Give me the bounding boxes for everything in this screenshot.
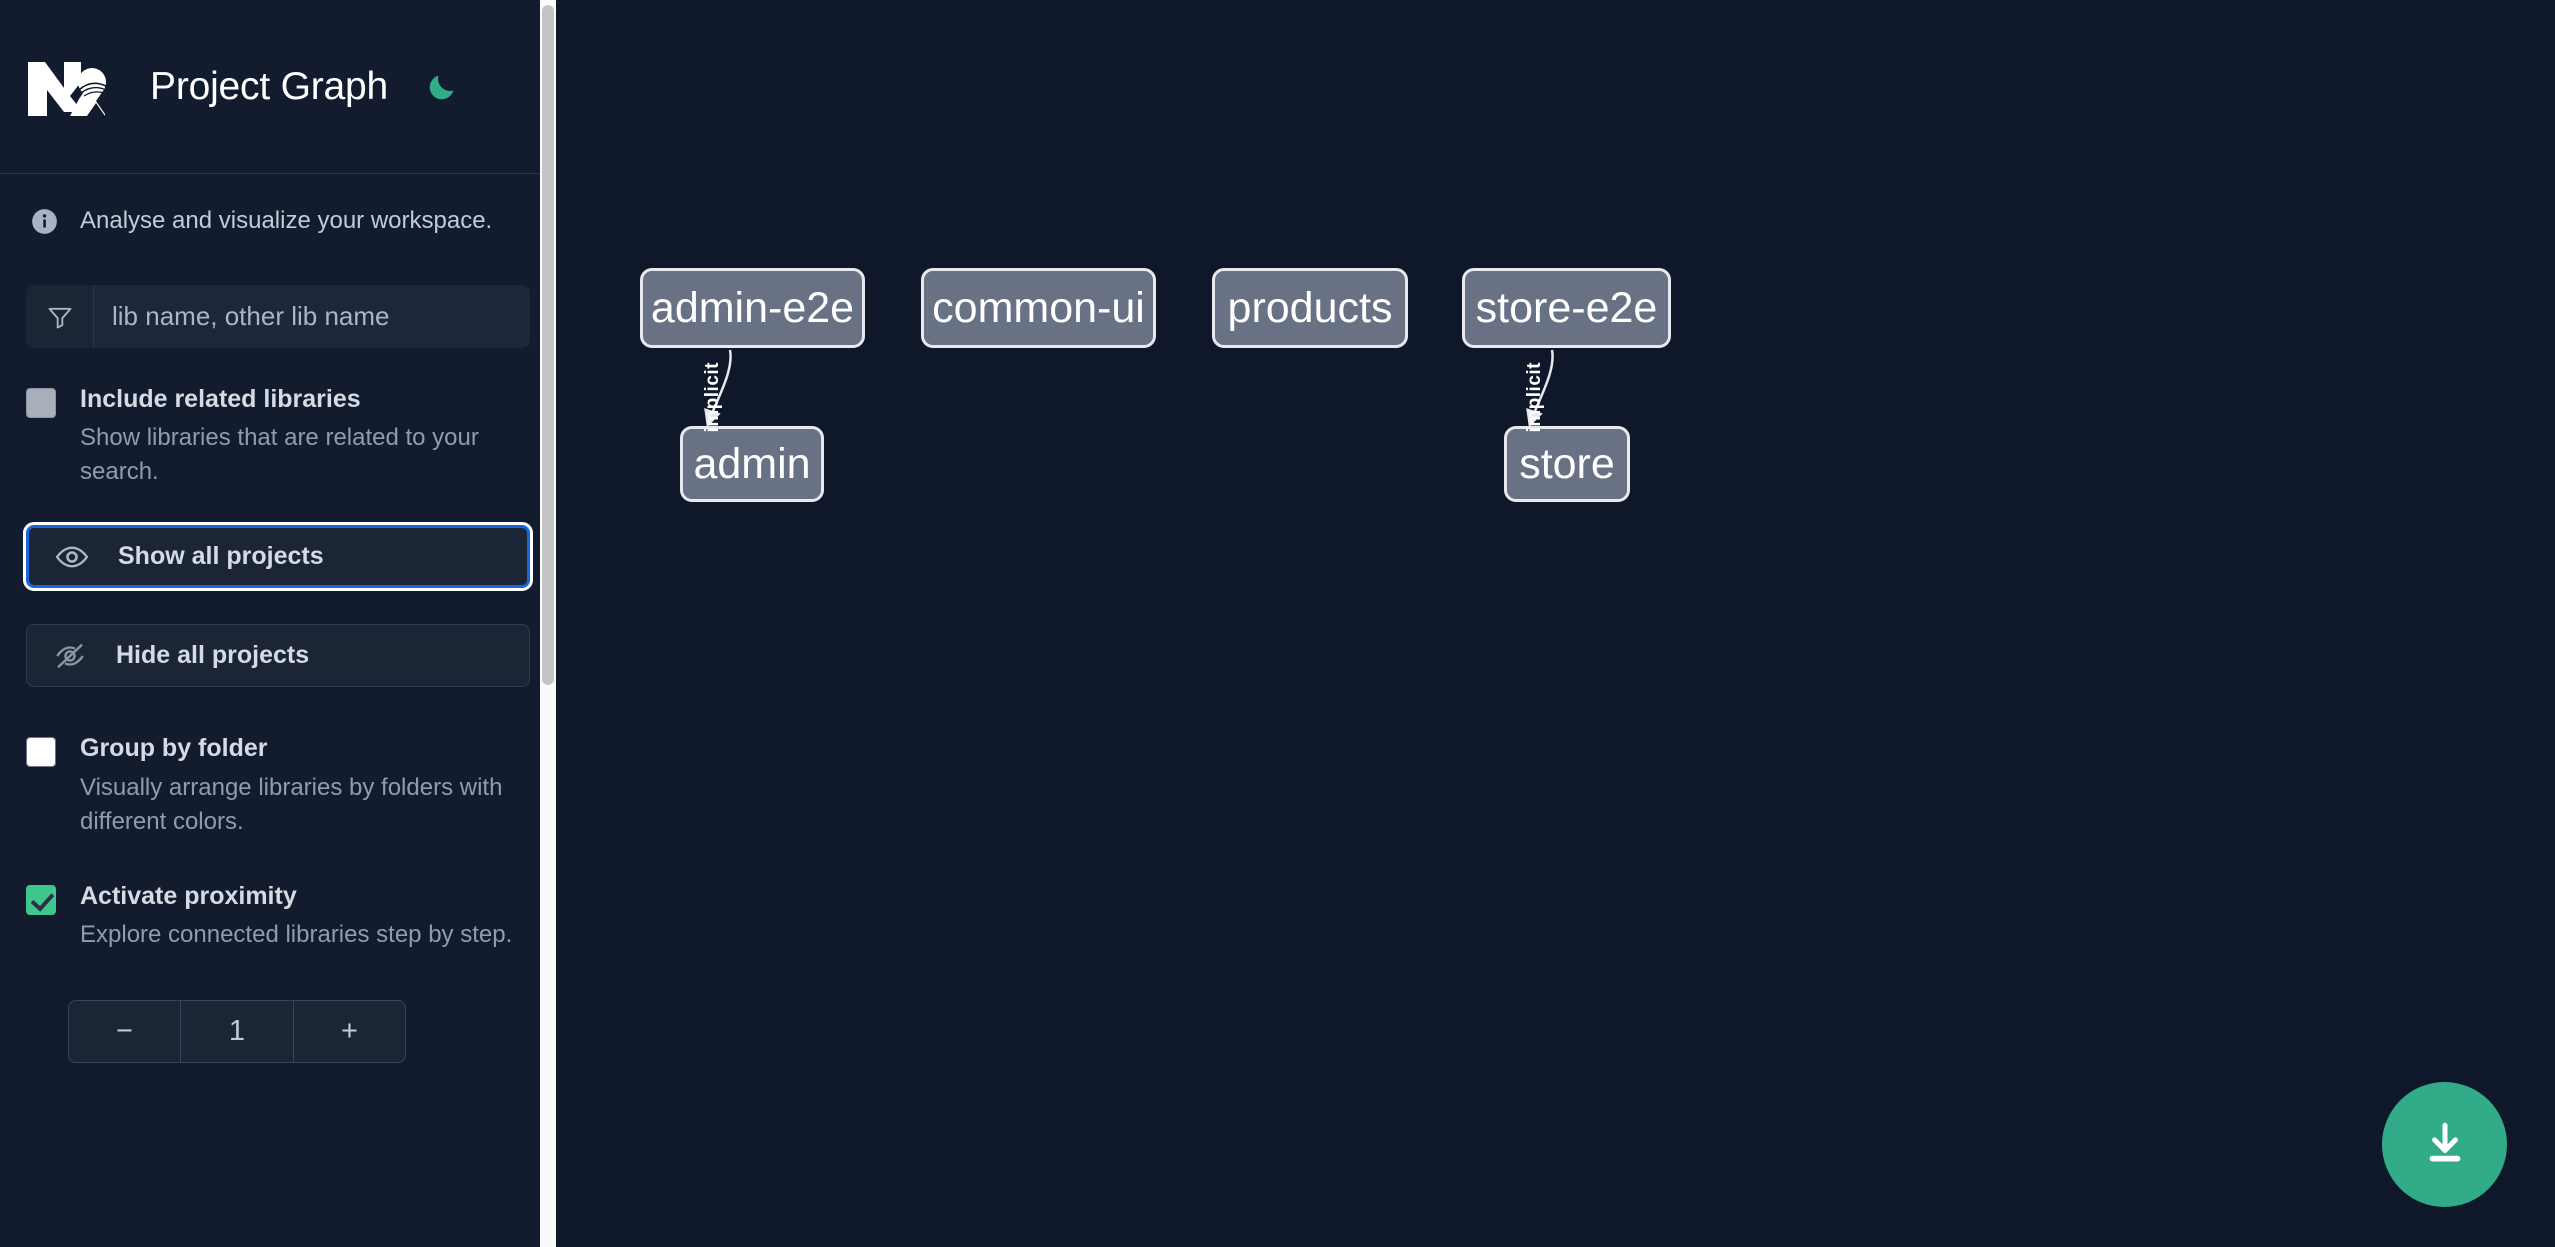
workspace-info-text: Analyse and visualize your workspace.: [80, 207, 493, 234]
eye-icon: [55, 539, 91, 575]
sidebar-body: Include related libraries Show libraries…: [0, 285, 556, 1064]
activate-proximity-checkbox[interactable]: [26, 884, 56, 915]
include-related-libraries-description: Show libraries that are related to your …: [80, 424, 479, 486]
group-by-folder-label: Group by folder: [80, 734, 268, 763]
graph-node-admin[interactable]: admin: [680, 426, 824, 502]
option-include-related-libraries[interactable]: Include related libraries Show libraries…: [26, 384, 530, 489]
edge-admin-e2e-admin: [704, 349, 732, 428]
sidebar: Project Graph Analyse and visualize your…: [0, 0, 556, 1247]
search-field[interactable]: [26, 285, 530, 348]
option-group-by-folder[interactable]: Group by folder Visually arrange librari…: [26, 733, 530, 838]
proximity-decrement-button[interactable]: −: [69, 1001, 181, 1063]
sidebar-scrollbar-thumb[interactable]: [542, 5, 554, 685]
graph-edges-layer: [704, 349, 1554, 428]
download-graph-button[interactable]: [2382, 1082, 2507, 1207]
graph-node-label: products: [1227, 283, 1393, 332]
sidebar-header: Project Graph: [0, 0, 556, 174]
graph-canvas[interactable]: admin-e2e common-ui products store-e2e a…: [556, 0, 2555, 1247]
edge-store-e2e-store: [1526, 349, 1554, 428]
graph-node-store[interactable]: store: [1504, 426, 1630, 502]
include-related-libraries-checkbox[interactable]: [26, 388, 56, 418]
graph-node-label: admin: [693, 439, 811, 488]
graph-node-label: admin-e2e: [650, 283, 855, 332]
proximity-increment-button[interactable]: +: [293, 1001, 405, 1063]
option-activate-proximity[interactable]: Activate proximity Explore connected lib…: [26, 881, 530, 952]
search-input[interactable]: [94, 285, 530, 348]
graph-node-admin-e2e[interactable]: admin-e2e: [640, 268, 865, 348]
hide-all-projects-button[interactable]: Hide all projects: [26, 624, 530, 688]
moon-icon[interactable]: [422, 67, 462, 107]
proximity-stepper[interactable]: − 1 +: [68, 1000, 406, 1064]
download-icon: [2420, 1118, 2470, 1171]
graph-node-label: store-e2e: [1475, 283, 1658, 332]
eye-off-icon: [53, 638, 89, 674]
group-by-folder-description: Visually arrange libraries by folders wi…: [80, 773, 503, 835]
workspace-info: Analyse and visualize your workspace.: [0, 174, 556, 235]
graph-node-products[interactable]: products: [1212, 268, 1408, 348]
edge-label-admin-e2e-admin: implicit: [702, 362, 723, 433]
hide-all-projects-label: Hide all projects: [116, 641, 310, 670]
page-title: Project Graph: [150, 64, 389, 108]
activate-proximity-label: Activate proximity: [80, 881, 297, 910]
include-related-libraries-label: Include related libraries: [80, 385, 361, 413]
graph-node-common-ui[interactable]: common-ui: [921, 268, 1156, 348]
graph-node-label: common-ui: [932, 283, 1145, 332]
group-by-folder-checkbox[interactable]: [26, 737, 56, 768]
nx-logo-icon: [26, 58, 110, 118]
graph-node-store-e2e[interactable]: store-e2e: [1462, 268, 1671, 348]
graph-node-label: store: [1519, 439, 1615, 488]
proximity-value: 1: [228, 1015, 246, 1048]
show-all-projects-label: Show all projects: [118, 542, 324, 571]
edge-label-store-e2e-store: implicit: [1524, 362, 1545, 433]
activate-proximity-description: Explore connected libraries step by step…: [80, 921, 513, 949]
info-circle-icon: [31, 208, 58, 235]
show-all-projects-button[interactable]: Show all projects: [23, 522, 533, 592]
sidebar-scrollbar[interactable]: [540, 0, 556, 1247]
filter-funnel-icon: [26, 285, 94, 348]
